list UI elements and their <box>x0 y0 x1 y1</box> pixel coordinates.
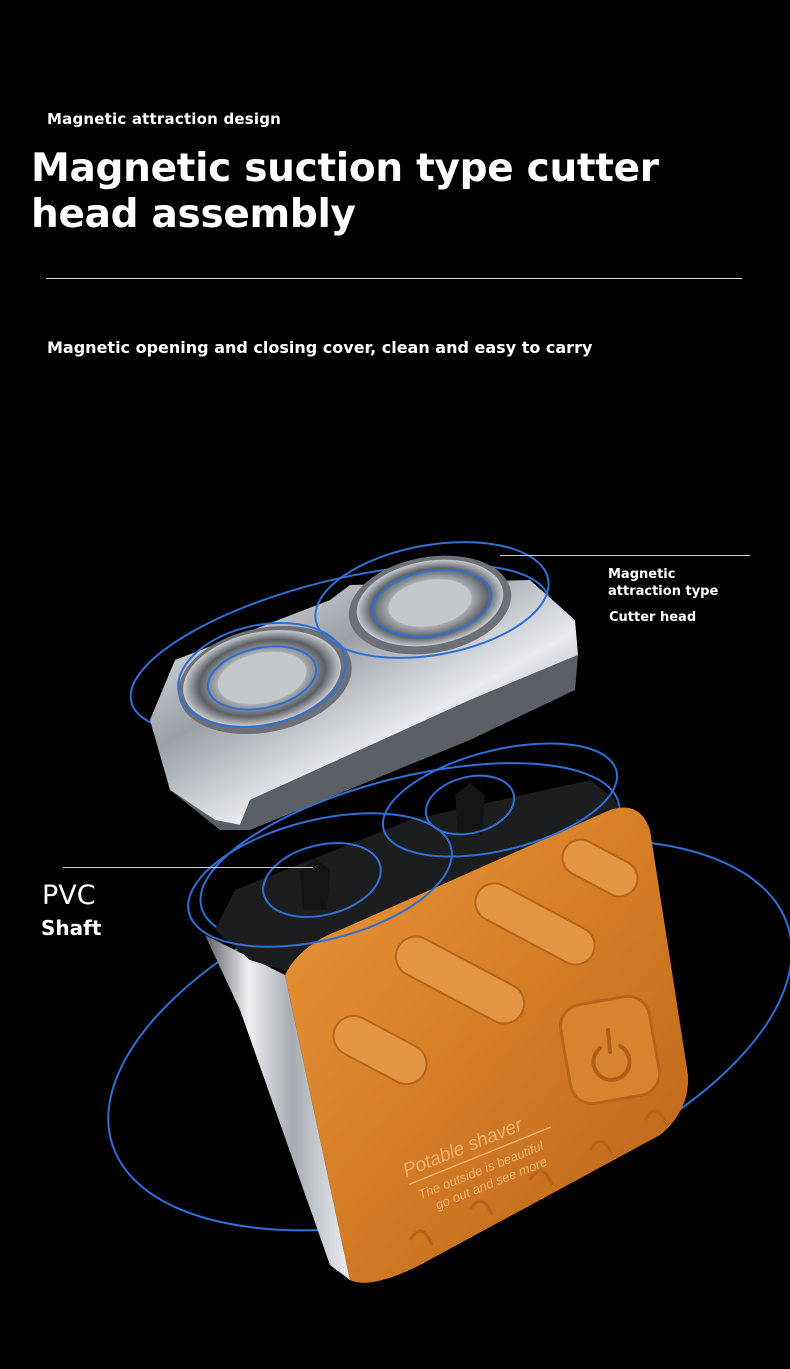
page-subtitle: Magnetic opening and closing cover, clea… <box>47 338 593 357</box>
cutter-head-label-2: attraction type <box>608 584 719 599</box>
page-title: Magnetic suction type cutter head assemb… <box>31 146 659 237</box>
cutter-head-icon <box>150 541 578 830</box>
cutter-head-label-1: Magnetic <box>608 567 676 582</box>
title-divider <box>46 278 742 279</box>
pvc-label: PVC <box>42 880 96 911</box>
shaft-label: Shaft <box>41 916 102 940</box>
section-kicker: Magnetic attraction design <box>47 110 282 128</box>
shaver-body <box>187 742 689 1283</box>
cutter-head-callout-line <box>500 555 750 556</box>
power-icon <box>591 1028 632 1082</box>
shaft-icon <box>300 783 485 910</box>
cutter-head-label-3: Cutter head <box>609 610 697 625</box>
shaft-callout-line <box>63 867 313 868</box>
